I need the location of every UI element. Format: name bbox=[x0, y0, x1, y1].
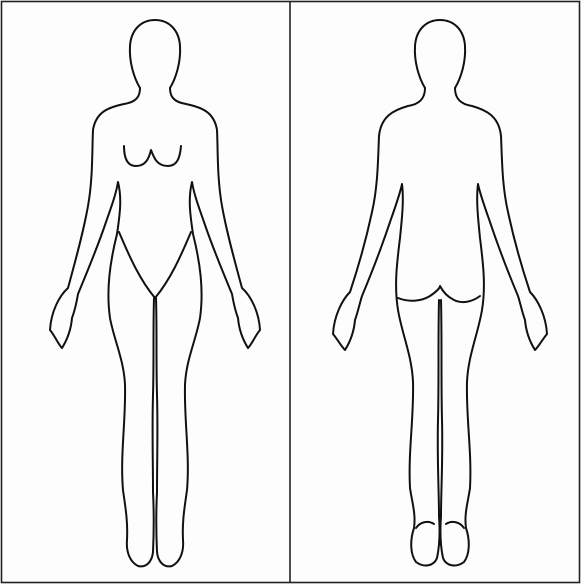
front-pelvic-line bbox=[119, 232, 191, 298]
back-body-left-outline bbox=[333, 88, 440, 565]
front-inner-leg-right bbox=[156, 298, 157, 492]
back-heel-right bbox=[446, 522, 464, 528]
back-heel-left bbox=[416, 522, 434, 528]
front-head-outline bbox=[130, 20, 180, 88]
back-head-outline bbox=[415, 20, 465, 88]
back-inner-leg-right bbox=[441, 300, 442, 516]
body-outline-back-icon bbox=[333, 20, 547, 565]
front-chest-contour bbox=[124, 146, 181, 166]
front-body-left-outline bbox=[50, 88, 154, 566]
body-outline-front-icon bbox=[50, 20, 260, 566]
front-body-right-outline bbox=[156, 88, 260, 566]
front-inner-leg-left bbox=[153, 298, 154, 492]
back-inner-leg-left bbox=[438, 300, 439, 516]
back-body-right-outline bbox=[440, 88, 547, 565]
